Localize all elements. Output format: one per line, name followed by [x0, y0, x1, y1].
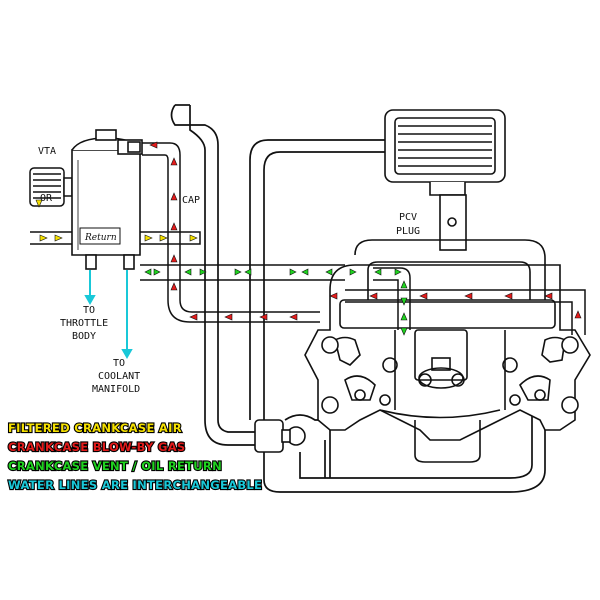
blow-by-arrows	[149, 141, 582, 321]
air-filter-box	[384, 109, 506, 251]
to-coolant-label: TO	[113, 358, 125, 369]
breather-filter	[29, 167, 73, 207]
lower-runner	[263, 400, 546, 493]
legend-blow-by: CRANKCASE BLOW-BY GAS	[8, 440, 186, 454]
manifold-label: MANIFOLD	[92, 384, 140, 395]
legend-vent-return: CRANKCASE VENT / OIL RETURN	[8, 459, 222, 473]
vent-return-arrows	[144, 268, 408, 336]
throttle-label: THROTTLE	[60, 318, 108, 329]
throttle-body	[254, 419, 306, 453]
engine-block	[304, 239, 591, 463]
or-label: OR	[40, 193, 53, 204]
legend: FILTERED CRANKCASE AIR CRANKCASE BLOW-BY…	[7, 420, 263, 493]
legend-water-lines: WATER LINES ARE INTERCHANGEABLE	[8, 478, 262, 492]
water-lines	[84, 270, 133, 360]
vta-label: VTA	[38, 146, 56, 157]
brand-label: Return	[84, 233, 117, 243]
plug-label: PLUG	[396, 226, 420, 237]
body-label: BODY	[72, 331, 96, 342]
filtered-air-arrows	[35, 199, 198, 242]
hose-lines	[30, 142, 586, 335]
legend-filtered-air: FILTERED CRANKCASE AIR	[8, 421, 182, 435]
cap-label: CAP	[182, 195, 200, 206]
catch-can	[71, 129, 143, 270]
coolant-label: COOLANT	[98, 371, 140, 382]
pcv-label: PCV	[399, 212, 417, 223]
intake-tube	[170, 104, 385, 446]
to-throttle-label: TO	[83, 305, 95, 316]
